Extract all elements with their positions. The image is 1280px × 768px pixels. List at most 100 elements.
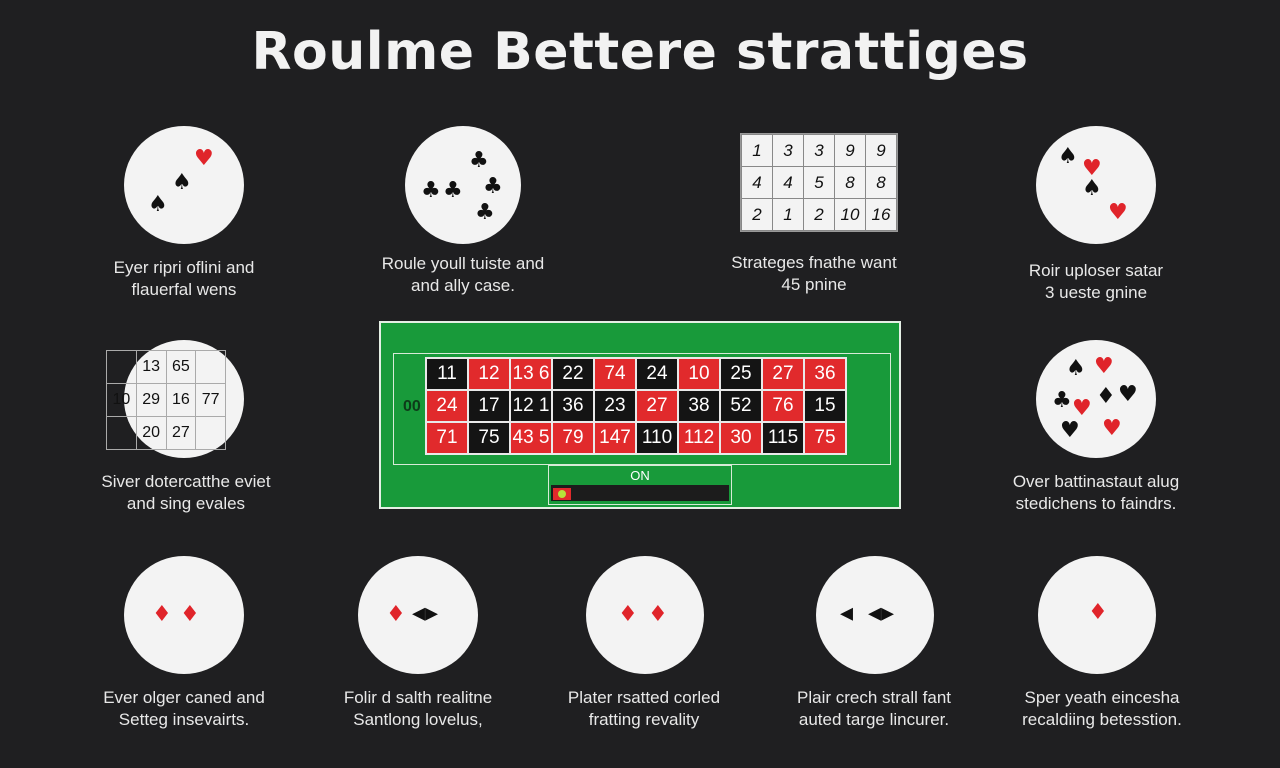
caption-8: Folir d salth realitne Santlong lovelus, bbox=[298, 687, 538, 731]
caption-line: Santlong lovelus, bbox=[353, 710, 483, 729]
roulette-number[interactable]: 112 bbox=[677, 421, 721, 455]
caption-line: 3 ueste gnine bbox=[1044, 283, 1148, 302]
caption-line: Plair crech strall fant bbox=[797, 688, 951, 707]
grid-cell: 4 bbox=[741, 166, 773, 199]
diamond-icon: ♦ bbox=[1088, 600, 1108, 625]
roulette-number[interactable]: 36 bbox=[551, 389, 595, 423]
grid-cell: 65 bbox=[165, 350, 197, 384]
club-icon: ♣ bbox=[475, 200, 495, 225]
caption-line: Folir d salth realitne bbox=[343, 688, 493, 707]
caption-line: Roule youll tuiste and bbox=[381, 254, 545, 273]
roulette-number[interactable]: 23 bbox=[593, 389, 637, 423]
heart-icon: ♥ bbox=[1118, 382, 1138, 407]
caption-line: Ever olger caned and bbox=[103, 688, 265, 707]
bet-bar bbox=[551, 485, 729, 501]
roulette-number[interactable]: 13 6 bbox=[509, 357, 553, 391]
roulette-number[interactable]: 22 bbox=[551, 357, 595, 391]
spade-icon: ♠ bbox=[148, 192, 168, 217]
diamond-icon: ♦ bbox=[386, 602, 406, 627]
grid-cell: 5 bbox=[803, 166, 835, 199]
diamond-circle-5: ♦ bbox=[1038, 556, 1156, 674]
roulette-number[interactable]: 75 bbox=[467, 421, 511, 455]
spade-icon: ♠ bbox=[172, 170, 192, 195]
caption-line: Roir uploser satar bbox=[1028, 261, 1164, 280]
caption-line: and sing evales bbox=[126, 494, 246, 513]
roulette-number[interactable]: 75 bbox=[803, 421, 847, 455]
grid-cell: 1 bbox=[772, 198, 804, 231]
caption-line: stedichens to faindrs. bbox=[1015, 494, 1177, 513]
roulette-number[interactable]: 24 bbox=[425, 389, 469, 423]
caption-4: Roir uploser satar 3 ueste gnine bbox=[976, 260, 1216, 304]
club-icon: ♣ bbox=[421, 178, 441, 203]
page-title: Roulme Bettere strattiges bbox=[251, 22, 1029, 82]
grid-cell: 29 bbox=[135, 383, 167, 417]
grid-cell bbox=[195, 350, 226, 384]
grid-cell: 77 bbox=[195, 383, 226, 417]
roulette-number[interactable]: 27 bbox=[761, 357, 805, 391]
grid-cell bbox=[106, 350, 137, 384]
caption-line: Over battinastaut alug bbox=[1012, 472, 1180, 491]
roulette-number[interactable]: 25 bbox=[719, 357, 763, 391]
roulette-number[interactable]: 76 bbox=[761, 389, 805, 423]
grid-cell: 2 bbox=[741, 198, 773, 231]
roulette-number[interactable]: 24 bbox=[635, 357, 679, 391]
caption-10: Plair crech strall fant auted targe linc… bbox=[754, 687, 994, 731]
suits-circle-3: ♠ ♥ ♠ ♥ bbox=[1036, 126, 1156, 244]
caption-1: Eyer ripri oflini and flauerfal wens bbox=[64, 257, 304, 301]
caption-line: Plater rsatted corled bbox=[567, 688, 721, 707]
roulette-number[interactable]: 79 bbox=[551, 421, 595, 455]
grid-cell bbox=[106, 416, 137, 450]
roulette-number[interactable]: 38 bbox=[677, 389, 721, 423]
roulette-number[interactable]: 11 bbox=[425, 357, 469, 391]
roulette-number[interactable]: 43 5 bbox=[509, 421, 553, 455]
roulette-number[interactable]: 36 bbox=[803, 357, 847, 391]
heart-icon: ♥ bbox=[1072, 396, 1092, 421]
roulette-number[interactable]: 17 bbox=[467, 389, 511, 423]
caption-3: Strateges fnathe want 45 pnine bbox=[694, 252, 934, 296]
roulette-number[interactable]: 147 bbox=[593, 421, 637, 455]
caption-line: Setteg insevairts. bbox=[118, 710, 250, 729]
heart-icon: ♥ bbox=[1082, 156, 1102, 181]
caption-line: Siver dotercatthe eviet bbox=[101, 472, 271, 491]
caption-11: Sper yeath eincesha recaldiing betesstio… bbox=[982, 687, 1222, 731]
on-label: ON bbox=[630, 468, 650, 483]
heart-icon: ♥ bbox=[1060, 418, 1080, 443]
caption-line: Sper yeath eincesha bbox=[1024, 688, 1180, 707]
heart-icon: ♥ bbox=[1102, 416, 1122, 441]
caption-line: and ally case. bbox=[411, 276, 515, 295]
club-icon: ♣ bbox=[443, 178, 463, 203]
leaf-icon: ◂▸ bbox=[412, 598, 439, 628]
suits-circle-1: ♥ ♠ ♠ bbox=[124, 126, 244, 244]
grid-cell: 16 bbox=[165, 383, 197, 417]
roulette-number[interactable]: 10 bbox=[677, 357, 721, 391]
roulette-number[interactable]: 110 bbox=[635, 421, 679, 455]
club-icon: ♣ bbox=[483, 174, 503, 199]
grid-cell: 4 bbox=[772, 166, 804, 199]
club-icon: ♣ bbox=[1052, 388, 1072, 413]
grid-cell: 13 bbox=[135, 350, 167, 384]
roulette-number[interactable]: 12 bbox=[467, 357, 511, 391]
roulette-number[interactable]: 115 bbox=[761, 421, 805, 455]
grid-cell: 3 bbox=[803, 134, 835, 167]
caption-line: Eyer ripri oflini and bbox=[113, 258, 255, 277]
roulette-number[interactable]: 71 bbox=[425, 421, 469, 455]
roulette-number[interactable]: 27 bbox=[635, 389, 679, 423]
leaf-icon: ◂ bbox=[840, 598, 854, 628]
roulette-number[interactable]: 74 bbox=[593, 357, 637, 391]
caption-line: recaldiing betesstion. bbox=[1022, 710, 1182, 729]
caption-line: auted targe lincurer. bbox=[798, 710, 950, 729]
diamond-icon: ♦ bbox=[152, 602, 172, 627]
leaf-icon: ◂▸ bbox=[868, 598, 895, 628]
grid-cell: 2 bbox=[803, 198, 835, 231]
suits-circle-4: ♠ ♥ ♣ ♥ ♦ ♥ ♥ ♥ bbox=[1036, 340, 1156, 458]
grid-cell bbox=[195, 416, 226, 450]
suits-circle-2: ♣ ♣ ♣ ♣ ♣ bbox=[405, 126, 521, 244]
grid-cell: 1 bbox=[741, 134, 773, 167]
diamond-circle-1: ♦ ♦ bbox=[124, 556, 244, 674]
roulette-number[interactable]: 30 bbox=[719, 421, 763, 455]
roulette-number[interactable]: 52 bbox=[719, 389, 763, 423]
roulette-number[interactable]: 15 bbox=[803, 389, 847, 423]
roulette-number[interactable]: 12 1 bbox=[509, 389, 553, 423]
caption-line: 45 pnine bbox=[781, 275, 847, 294]
